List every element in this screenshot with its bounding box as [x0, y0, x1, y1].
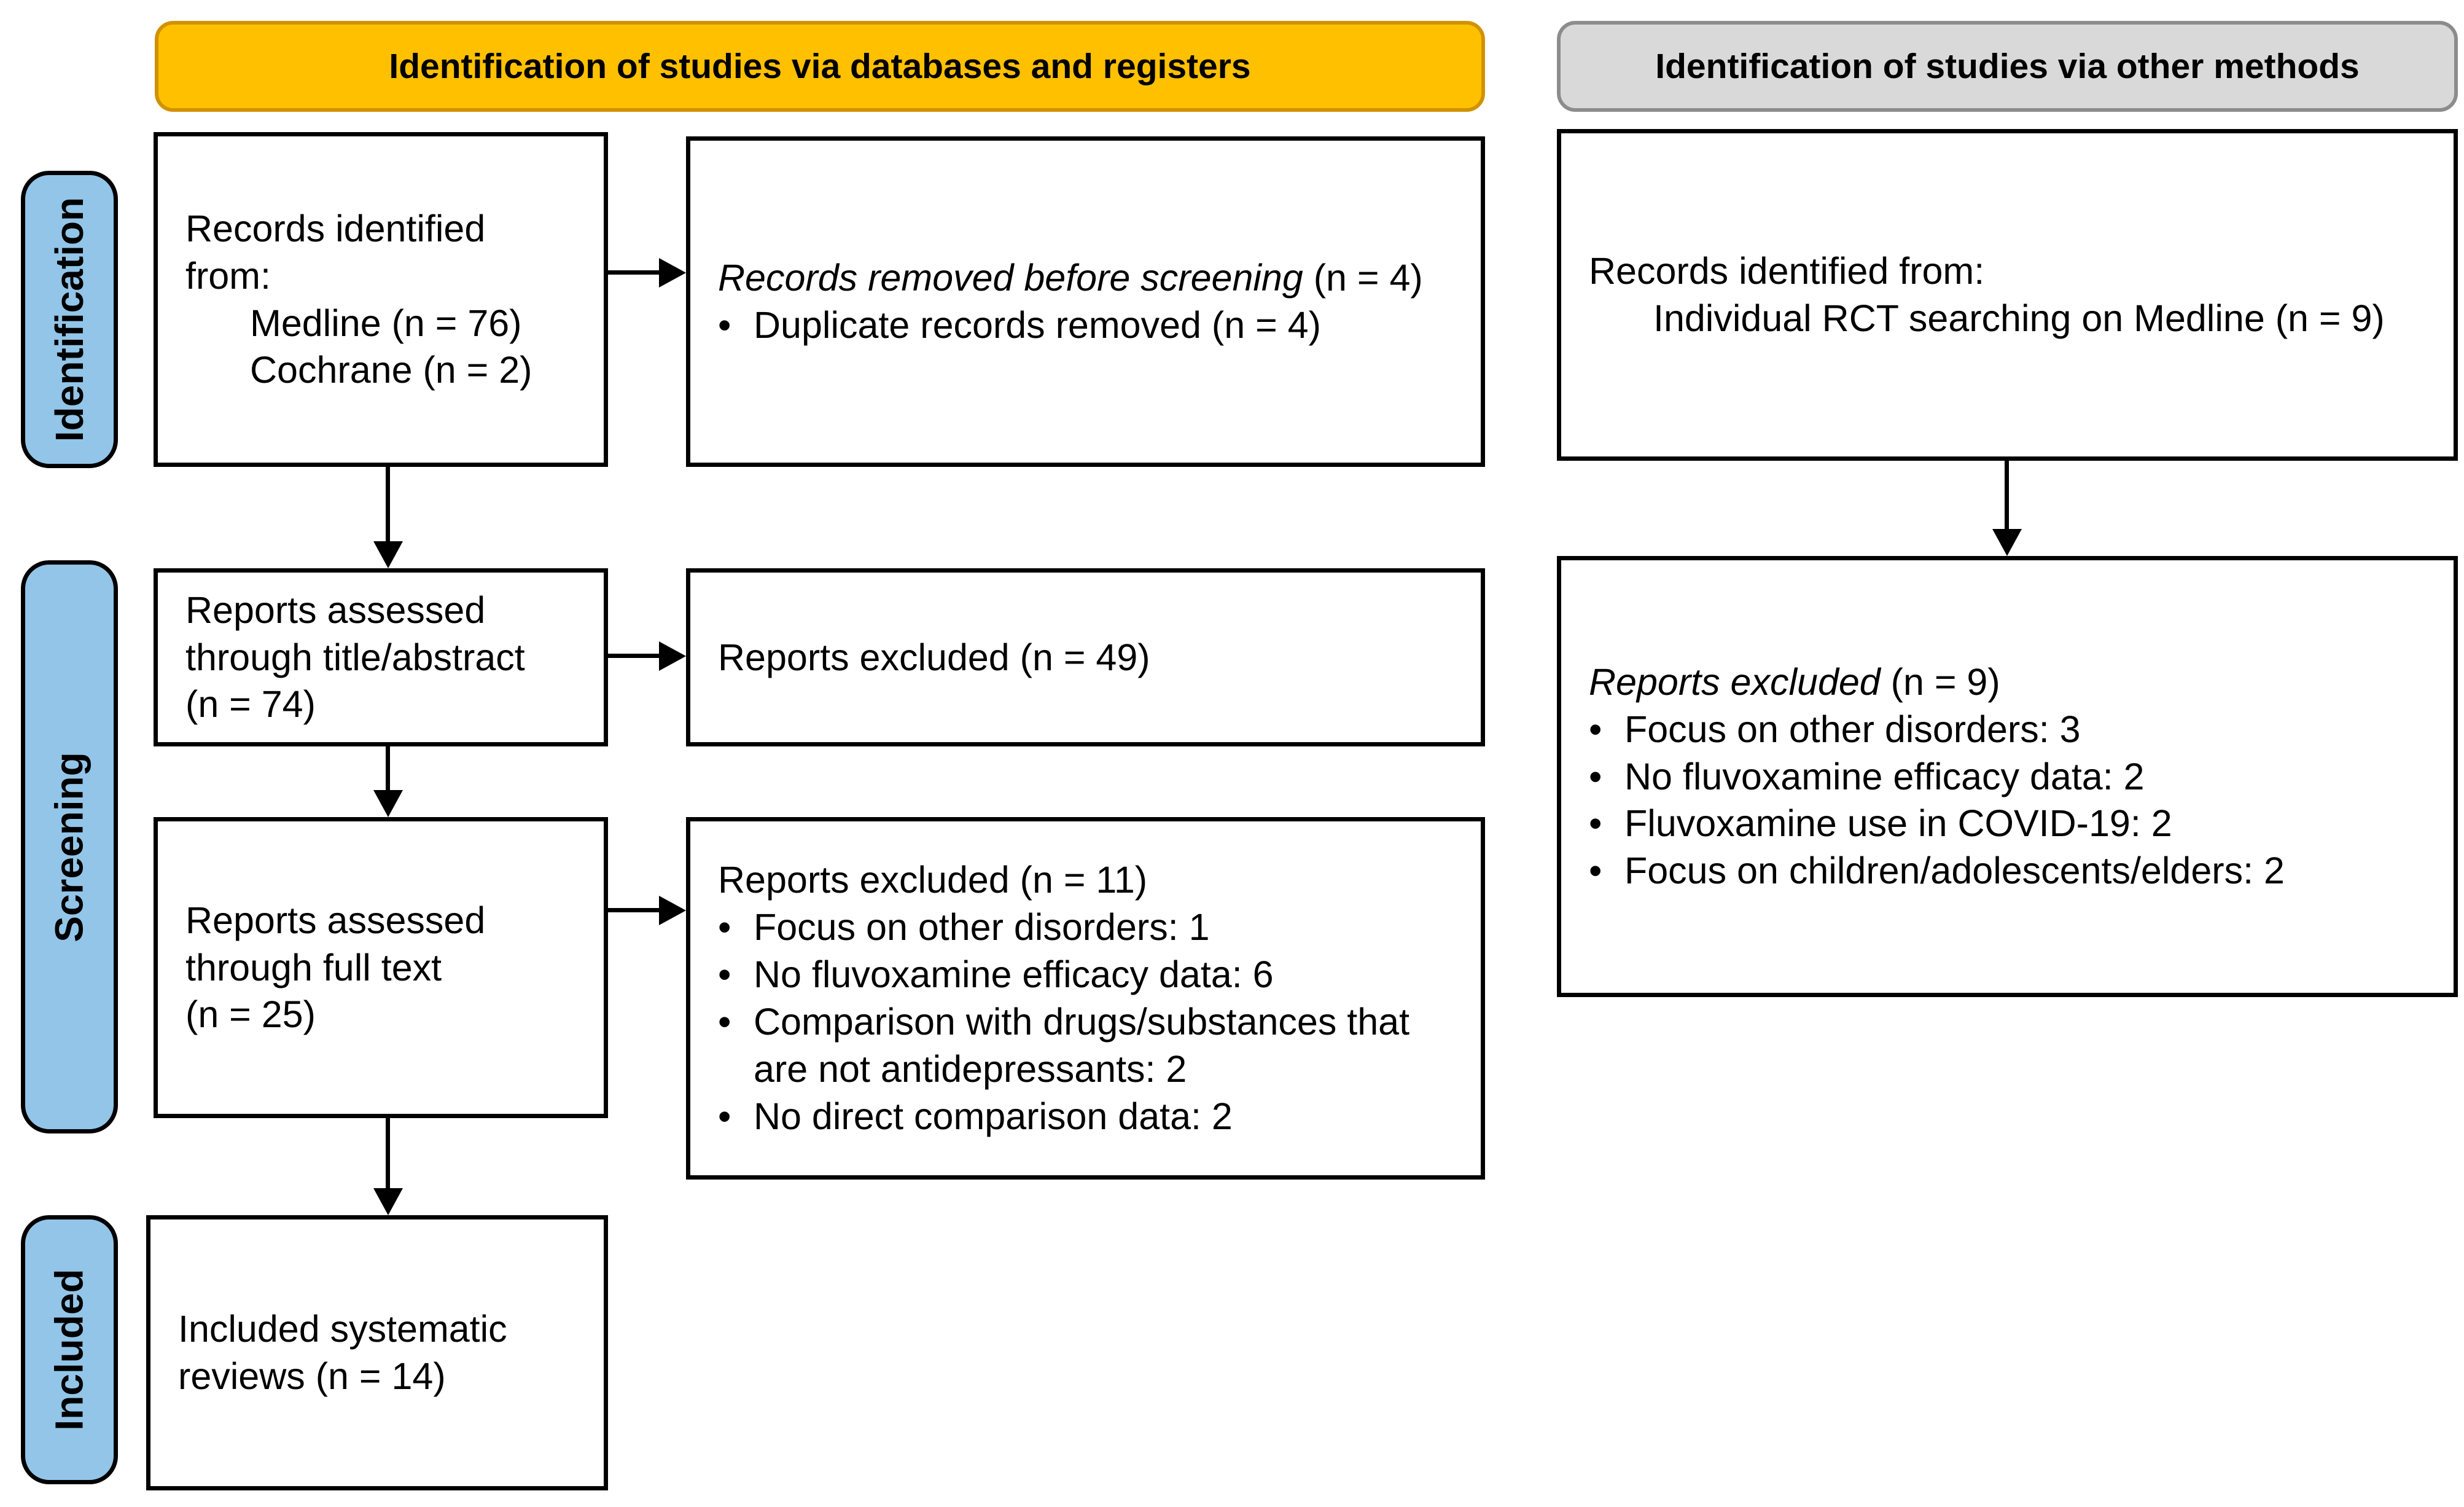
excluded-other-title-italic: Reports excluded	[1589, 660, 1881, 703]
excluded-full-text-bullet2: • No fluvoxamine efficacy data: 6	[718, 951, 1453, 998]
arrow-full-text-to-excluded	[608, 908, 659, 912]
included-reviews-line1: Included systematic	[178, 1308, 507, 1350]
excluded-full-text-bullet4-text: No direct comparison data: 2	[754, 1095, 1233, 1137]
header-other-methods-label: Identification of studies via other meth…	[1655, 47, 2360, 86]
bullet-icon: •	[1589, 850, 1602, 892]
box-assessed-title-abstract: Reports assessed through title/abstract …	[154, 568, 608, 746]
bullet-icon: •	[718, 1095, 731, 1137]
excluded-other-bullet4: • Focus on children/adolescents/elders: …	[1589, 847, 2426, 894]
excluded-other-title: Reports excluded (n = 9)	[1589, 659, 2426, 706]
excluded-full-text-bullet3: • Comparison with drugs/substances that	[718, 998, 1453, 1046]
arrow-other-identified-to-excluded	[2005, 461, 2009, 529]
bullet-icon: •	[718, 304, 731, 346]
arrow-identified-to-removed	[608, 270, 659, 275]
assessed-title-abstract-line1: Reports assessed	[185, 589, 486, 631]
stage-screening-label: Screening	[47, 751, 92, 942]
excluded-full-text-bullet1-text: Focus on other disorders: 1	[754, 906, 1210, 949]
excluded-other-bullet4-text: Focus on children/adolescents/elders: 2	[1624, 850, 2285, 892]
bullet-icon: •	[1589, 708, 1602, 750]
header-databases-registers-label: Identification of studies via databases …	[389, 47, 1251, 86]
header-databases-registers: Identification of studies via databases …	[155, 21, 1485, 112]
records-removed-title-italic: Records removed before screening	[718, 257, 1303, 299]
arrow-title-abstract-to-excluded	[608, 654, 659, 658]
excluded-title-abstract-title: Reports excluded (n = 49)	[718, 636, 1150, 678]
excluded-other-bullet1: • Focus on other disorders: 3	[1589, 706, 2426, 753]
records-identified-other-line1: Records identified from:	[1589, 250, 1985, 292]
arrow-identified-to-title-abstract	[386, 467, 390, 541]
stage-included: Included	[21, 1215, 118, 1484]
arrow-title-abstract-to-full-text	[386, 746, 390, 790]
bullet-icon: •	[1589, 802, 1602, 845]
records-identified-source-cochrane: Cochrane (n = 2)	[250, 349, 532, 391]
records-removed-title: Records removed before screening (n = 4)	[718, 254, 1453, 302]
excluded-other-bullet3: • Fluvoxamine use in COVID-19: 2	[1589, 800, 2426, 847]
records-identified-line1: Records identified	[185, 207, 486, 249]
excluded-other-bullet2-text: No fluvoxamine efficacy data: 2	[1624, 755, 2145, 797]
included-reviews-line2: reviews (n = 14)	[178, 1355, 446, 1397]
excluded-full-text-bullet1: • Focus on other disorders: 1	[718, 904, 1453, 951]
excluded-full-text-bullet3-line1: Comparison with drugs/substances that	[754, 1001, 1410, 1043]
box-excluded-full-text: Reports excluded (n = 11) • Focus on oth…	[686, 817, 1485, 1180]
excluded-other-title-suffix: (n = 9)	[1880, 660, 2000, 703]
excluded-other-bullet3-text: Fluvoxamine use in COVID-19: 2	[1624, 802, 2172, 845]
box-excluded-title-abstract: Reports excluded (n = 49)	[686, 568, 1485, 746]
bullet-icon: •	[718, 1001, 731, 1043]
arrow-full-text-to-included	[386, 1118, 390, 1188]
assessed-full-text-line2: through full text	[185, 946, 442, 988]
records-identified-line2: from:	[185, 254, 271, 297]
excluded-full-text-bullet3-line2: are not antidepressants: 2	[754, 1047, 1187, 1090]
excluded-other-bullet2: • No fluvoxamine efficacy data: 2	[1589, 753, 2426, 800]
bullet-icon: •	[1589, 755, 1602, 797]
assessed-full-text-line3: (n = 25)	[185, 993, 316, 1036]
records-identified-source-medline: Medline (n = 76)	[250, 302, 522, 344]
records-removed-bullet1: • Duplicate records removed (n = 4)	[718, 302, 1453, 349]
box-excluded-other-methods: Reports excluded (n = 9) • Focus on othe…	[1557, 556, 2458, 997]
assessed-title-abstract-line2: through title/abstract	[185, 636, 525, 678]
bullet-icon: •	[718, 953, 731, 996]
stage-included-label: Included	[47, 1269, 92, 1431]
assessed-title-abstract-line3: (n = 74)	[185, 683, 316, 726]
box-records-identified-databases: Records identified from: Medline (n = 76…	[154, 132, 608, 467]
box-included-reviews: Included systematic reviews (n = 14)	[146, 1215, 608, 1490]
stage-identification: Identification	[21, 171, 118, 468]
records-identified-other-source: Individual RCT searching on Medline (n =…	[1653, 297, 2385, 339]
excluded-full-text-title: Reports excluded (n = 11)	[718, 859, 1148, 901]
excluded-full-text-bullet2-text: No fluvoxamine efficacy data: 6	[754, 953, 1274, 996]
records-removed-title-suffix: (n = 4)	[1303, 257, 1423, 299]
box-records-identified-other: Records identified from: Individual RCT …	[1557, 129, 2458, 461]
excluded-other-bullet1-text: Focus on other disorders: 3	[1624, 708, 2081, 750]
records-removed-bullet1-text: Duplicate records removed (n = 4)	[754, 304, 1321, 346]
box-assessed-full-text: Reports assessed through full text (n = …	[154, 817, 608, 1118]
assessed-full-text-line1: Reports assessed	[185, 899, 486, 941]
bullet-icon: •	[718, 906, 731, 949]
stage-screening: Screening	[21, 560, 118, 1133]
stage-identification-label: Identification	[47, 197, 92, 442]
box-records-removed: Records removed before screening (n = 4)…	[686, 136, 1485, 467]
excluded-full-text-bullet4: • No direct comparison data: 2	[718, 1093, 1453, 1140]
header-other-methods: Identification of studies via other meth…	[1557, 21, 2458, 112]
